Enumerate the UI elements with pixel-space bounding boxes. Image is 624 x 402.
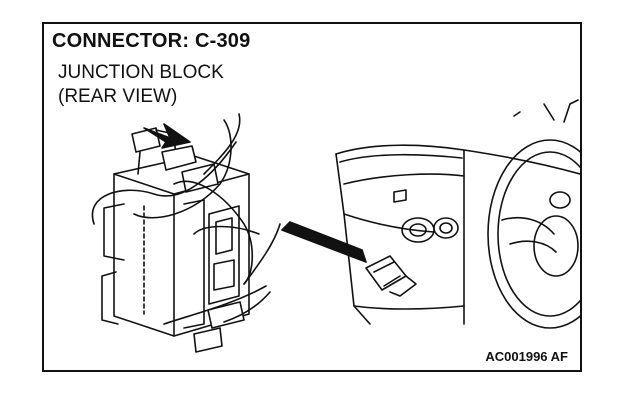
connector-title: CONNECTOR: C-309 [52, 30, 251, 52]
junction-block-drawing [91, 113, 281, 353]
location-pointer [281, 221, 367, 263]
component-label: JUNCTION BLOCK [58, 62, 224, 83]
view-label: (REAR VIEW) [58, 86, 178, 107]
dashboard-drawing [335, 99, 580, 329]
diagram-art [91, 99, 580, 353]
figure-frame: CONNECTOR: C-309 JUNCTION BLOCK (REAR VI… [42, 22, 582, 372]
figure-code: AC001996 AF [485, 349, 568, 364]
